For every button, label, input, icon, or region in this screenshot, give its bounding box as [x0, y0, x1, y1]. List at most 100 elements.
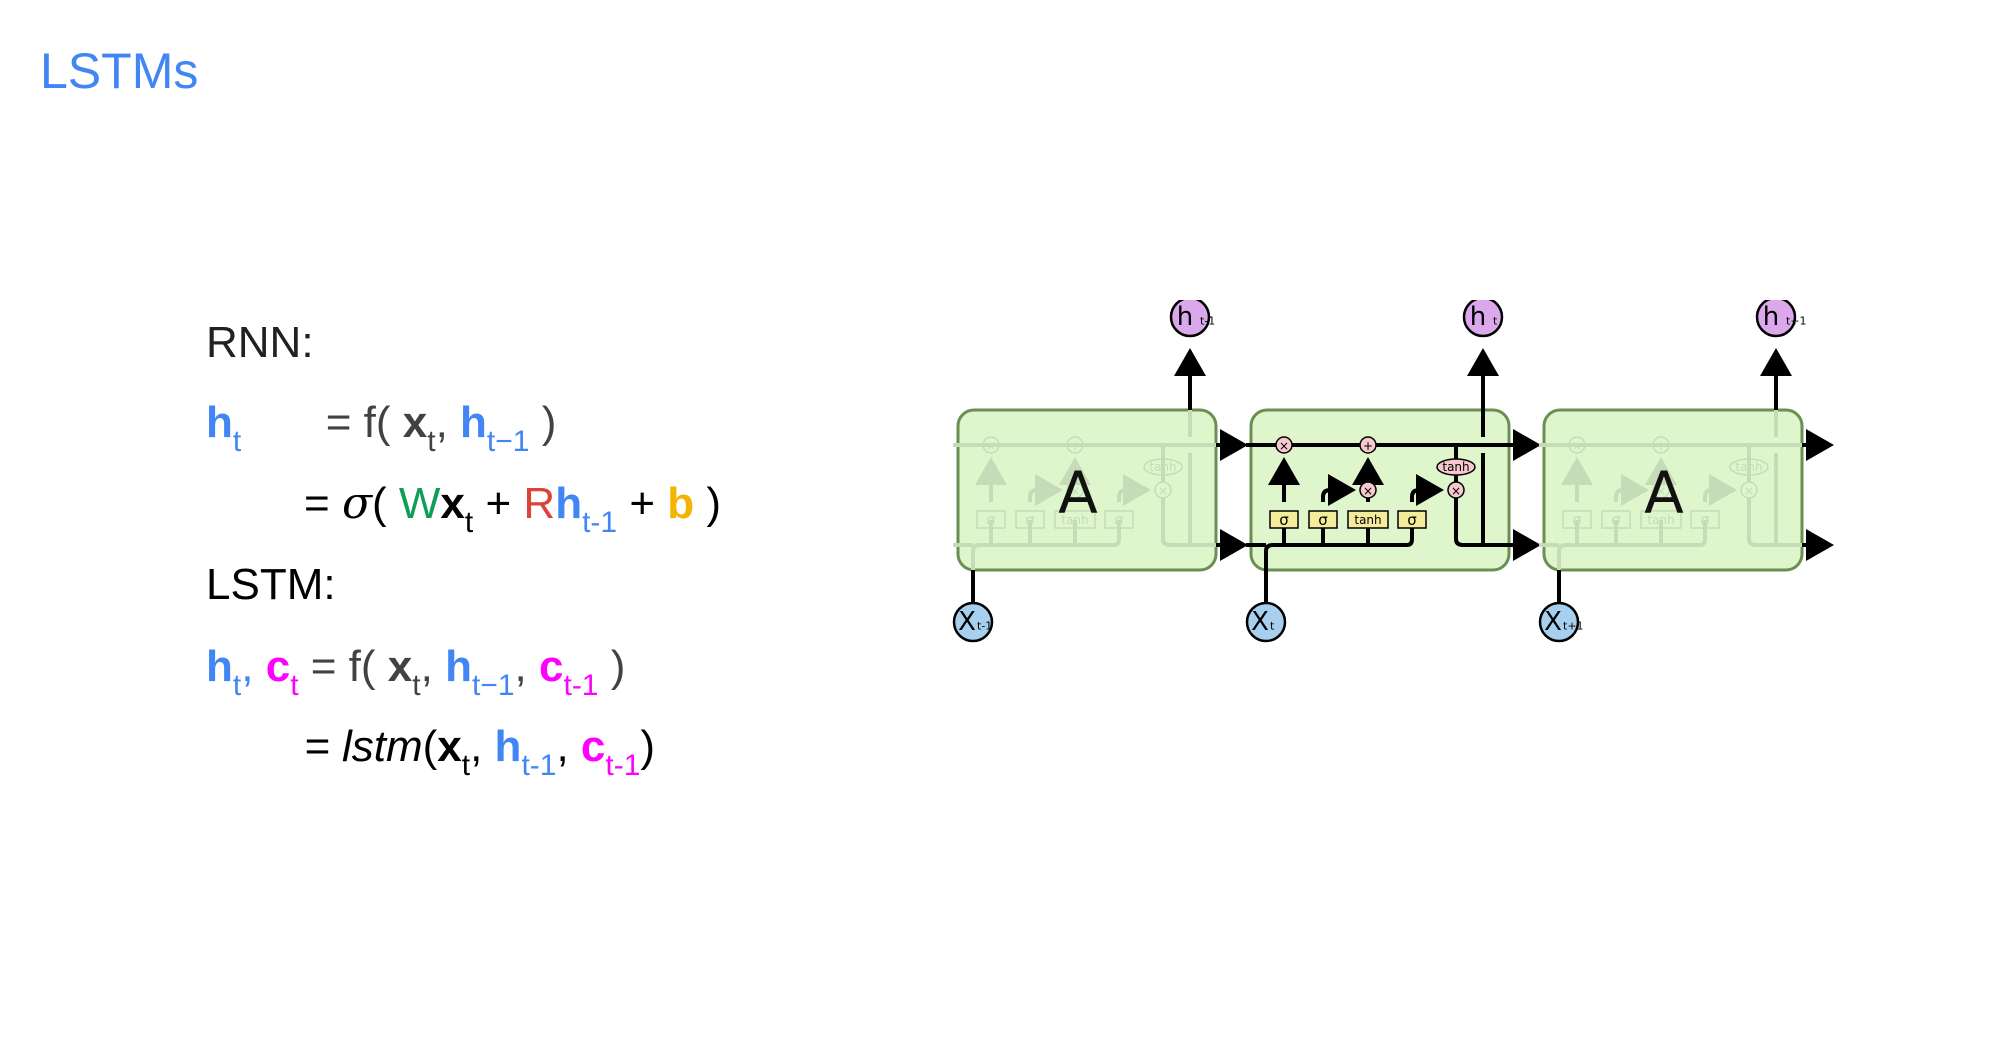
input-multiply-icon — [1359, 481, 1377, 499]
bias-symbol: b — [667, 479, 695, 528]
output-node-label: h — [1177, 302, 1193, 332]
forget-multiply-icon-symbol: × — [1279, 439, 1289, 453]
comma: , — [556, 722, 569, 771]
output-node-label: h — [1763, 302, 1779, 332]
h-prev-symbol: h — [555, 479, 583, 528]
tanh-op-node — [1143, 458, 1183, 476]
input-bus-line — [971, 520, 1121, 570]
gate-box — [1015, 510, 1045, 529]
input-node-label: X — [1251, 607, 1269, 637]
add-icon — [1066, 436, 1084, 454]
plus: + — [629, 479, 656, 528]
equals: = — [304, 722, 330, 771]
subscript: t — [290, 669, 299, 702]
output-multiply-icon — [1740, 481, 1758, 499]
tanh-op-node — [1436, 458, 1476, 476]
lstm-label: LSTM: — [206, 560, 336, 609]
rnn-equation-2: = σ( Wxt + Rht-1 + b ) — [304, 478, 721, 538]
input-gate-arrow — [1321, 474, 1356, 506]
output-multiply-icon-symbol: × — [1451, 484, 1461, 498]
subscript: t — [232, 425, 242, 458]
output-node-subscript: t — [1493, 315, 1498, 328]
output-node-h — [1462, 300, 1504, 338]
gate-label: tanh — [1061, 513, 1088, 527]
h-symbol: h — [206, 398, 233, 447]
x-symbol: x — [402, 398, 428, 447]
subscript: t — [464, 506, 474, 539]
comma: , — [435, 398, 448, 447]
input-gate-arrow — [1028, 474, 1063, 506]
hidden-output-line — [1747, 498, 1806, 547]
subscript: t — [232, 669, 242, 702]
output-multiply-icon — [1154, 481, 1172, 499]
input-multiply-icon-symbol: × — [1363, 484, 1373, 498]
slide-title: LSTMs — [40, 43, 199, 99]
rnn-equation-1: ht = f( xt, ht−1 ) — [206, 398, 557, 457]
gate-box — [1601, 510, 1631, 529]
output-multiply-icon-symbol: × — [1744, 484, 1754, 498]
input-node-label: X — [958, 607, 976, 637]
subscript: t-1 — [605, 749, 641, 782]
forget-multiply-icon — [1568, 436, 1586, 454]
gate-label: σ — [1700, 511, 1710, 529]
input-node-x — [1538, 601, 1580, 643]
add-icon-symbol: + — [1070, 439, 1080, 453]
input-node-label: X — [1544, 607, 1562, 637]
add-icon-symbol: + — [1363, 439, 1373, 453]
lstm-equation-2: = lstm(xt, ht-1, ct-1) — [304, 722, 655, 781]
input-multiply-icon — [1652, 481, 1670, 499]
input-multiply-icon-symbol: × — [1070, 484, 1080, 498]
hidden-output-line — [1454, 498, 1513, 547]
output-multiply-icon-symbol: × — [1158, 484, 1168, 498]
open-paren: ( — [371, 479, 387, 528]
close-paren: ) — [541, 398, 557, 447]
tanh-op-label: tanh — [1442, 460, 1469, 474]
gate-box — [1104, 510, 1134, 529]
rnn-label: RNN: — [206, 318, 314, 367]
output-gate-arrow — [1117, 474, 1151, 506]
comma: , — [470, 722, 483, 771]
h-symbol: h — [206, 642, 233, 691]
input-multiply-icon-symbol: × — [1656, 484, 1666, 498]
lstm-function: lstm — [341, 722, 423, 771]
sigma-symbol: σ — [341, 478, 372, 529]
tanh-op-node — [1729, 458, 1769, 476]
comma: , — [420, 642, 433, 691]
subscript: t−1 — [471, 669, 515, 702]
input-gate-arrow — [1614, 474, 1649, 506]
gate-label: σ — [1611, 511, 1621, 529]
subscript: t−1 — [486, 425, 530, 458]
output-gate-arrow — [1703, 474, 1737, 506]
input-multiply-icon — [1066, 481, 1084, 499]
x-symbol: x — [440, 479, 465, 528]
gate-box — [1562, 510, 1592, 529]
subscript: t-1 — [582, 506, 618, 539]
x-symbol: x — [437, 722, 462, 771]
gate-box — [1054, 510, 1096, 529]
cell-label-A: A — [1058, 459, 1098, 527]
cell-label-A: A — [1644, 459, 1684, 527]
output-node-subscript: t-1 — [1200, 315, 1215, 328]
add-icon — [1359, 436, 1377, 454]
open-paren: ( — [422, 722, 438, 771]
gate-label: σ — [1572, 511, 1582, 529]
gate-label: σ — [1279, 511, 1289, 529]
forget-multiply-icon-symbol: × — [986, 439, 996, 453]
gate-label: σ — [1407, 511, 1417, 529]
input-node-subscript: t-1 — [977, 620, 992, 633]
subscript: t — [427, 425, 436, 458]
equals-f: = f( — [310, 642, 376, 691]
gate-label: σ — [986, 511, 996, 529]
gate-box — [1397, 510, 1427, 529]
cell-box — [1249, 408, 1511, 572]
c-prev-symbol: c — [539, 642, 564, 691]
gate-label: σ — [1318, 511, 1328, 529]
input-node-x — [952, 601, 994, 643]
input-bus-line — [1557, 520, 1707, 570]
cell-box — [1542, 408, 1804, 572]
forget-multiply-icon-symbol: × — [1572, 439, 1582, 453]
gate-box — [976, 510, 1006, 529]
hidden-output-line — [1161, 498, 1220, 547]
